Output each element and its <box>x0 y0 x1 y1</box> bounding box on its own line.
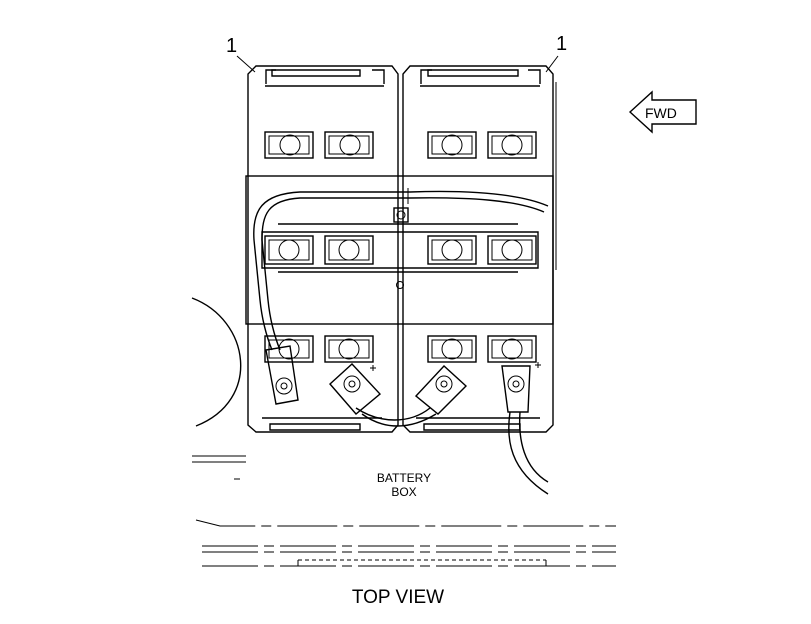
adjacent-component-arc <box>191 297 242 427</box>
terminal-clamp-1 <box>265 345 299 405</box>
frame-rails <box>195 519 616 567</box>
view-caption: TOP VIEW <box>352 587 444 608</box>
hold-down-frame <box>245 175 554 325</box>
handle-bottom-right <box>416 417 540 431</box>
positive-cable <box>508 411 549 495</box>
svg-text:1: 1 <box>556 33 567 55</box>
jumper-cable <box>355 407 437 427</box>
callout-right: 1 <box>545 33 567 73</box>
forward-arrow-icon: FWD <box>628 90 697 134</box>
terminal-clamp-3 <box>414 365 468 415</box>
handle-top-right <box>420 69 541 87</box>
terminal-clamp-4 <box>370 362 541 413</box>
svg-text:BATTERY: BATTERY <box>377 471 431 485</box>
hold-down-bolt <box>393 188 409 289</box>
callout-left: 1 <box>226 35 256 73</box>
battery-left <box>247 65 399 433</box>
handle-top-left <box>265 69 385 87</box>
negative-cable <box>253 190 549 351</box>
battery-box-label: BATTERY BOX <box>377 471 431 499</box>
cell-caps-bottom-row <box>264 335 537 363</box>
battery-right <box>402 65 557 433</box>
cell-caps-middle-row <box>264 235 537 265</box>
svg-text:BOX: BOX <box>391 485 416 499</box>
cell-caps-top-row <box>264 131 537 159</box>
svg-text:FWD: FWD <box>645 105 677 121</box>
frame-marks-left <box>192 455 246 480</box>
terminal-clamp-2 <box>329 363 382 415</box>
handle-bottom-left <box>262 417 382 431</box>
svg-text:1: 1 <box>226 35 237 57</box>
